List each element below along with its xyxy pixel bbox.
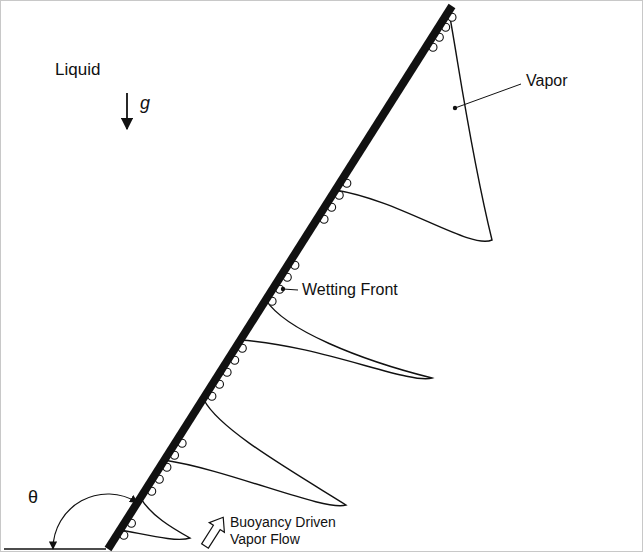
angle-arc (53, 494, 137, 549)
label: θ (28, 487, 38, 508)
label: Wetting Front (302, 281, 398, 299)
leader-line (455, 84, 521, 108)
label: Buoyancy Driven Vapor Flow (230, 514, 348, 548)
label: g (140, 93, 150, 114)
label: Vapor (526, 72, 568, 90)
vapor-patch (240, 300, 432, 379)
leader-dot (281, 287, 285, 291)
bubbles (120, 13, 456, 539)
vapor-patch (335, 12, 492, 241)
vapor-patches (120, 12, 492, 539)
leader-line (283, 289, 298, 290)
heated-plate (108, 6, 452, 549)
leader-dot (453, 106, 457, 110)
label: Liquid (55, 60, 100, 80)
gravity-arrow (126, 93, 128, 129)
flow-arrow (197, 512, 230, 550)
horizontal-line (4, 548, 106, 550)
